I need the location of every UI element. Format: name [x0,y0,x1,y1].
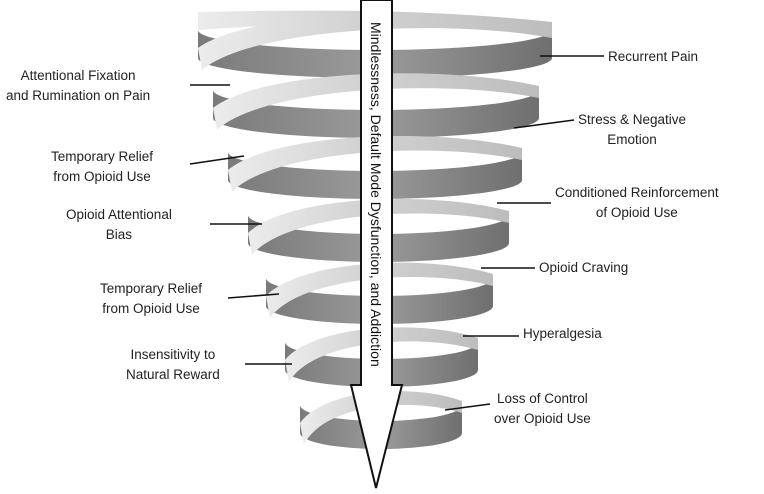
left-label-line: from Opioid Use [53,169,151,184]
left-label-line: Bias [105,227,133,242]
spiral-band-light [300,391,462,445]
down-arrow-shape [349,0,404,489]
spiral-band-light [266,262,493,318]
right-label-line: Conditioned Reinforcement [555,185,719,200]
spiral-band-light [228,135,522,192]
left-label-line: and Rumination on Pain [6,88,151,103]
spiral-band-light [248,198,509,255]
right-label-line: over Opioid Use [494,411,591,426]
connector-line [444,403,491,411]
right-label-recurrent-pain: Recurrent Pain [608,47,698,67]
right-label-conditioned-reinforcement: Conditioned Reinforcement of Opioid Use [555,183,719,223]
connector-line [513,119,575,129]
left-label-line: Temporary Relief [51,149,154,164]
right-label-line: Loss of Control [497,391,588,406]
right-label-opioid-craving: Opioid Craving [539,258,628,278]
left-label-line: from Opioid Use [102,301,200,316]
spiral-band-light [285,327,478,382]
connector-line [189,155,245,165]
left-label-attentional-fixation: Attentional Fixation and Rumination on P… [6,66,150,106]
left-label-insensitivity: Insensitivity to Natural Reward [126,345,220,385]
spiral-band-light [213,73,539,130]
arrow-label: Mindlessness, Default Mode Dysfunction, … [368,22,384,367]
right-label-line: Opioid Craving [539,260,629,275]
left-label-opioid-attentional-bias: Opioid Attentional Bias [66,205,172,245]
right-label-stress: Stress & Negative Emotion [578,110,686,150]
left-label-line: Opioid Attentional [66,207,172,222]
left-label-temporary-relief-1: Temporary Relief from Opioid Use [51,147,153,187]
left-label-line: Natural Reward [126,367,220,382]
right-label-line: Stress & Negative [578,112,687,127]
right-label-line: Hyperalgesia [523,326,602,341]
label-connectors [189,55,604,411]
right-label-line: Emotion [607,132,657,147]
right-label-line: Recurrent Pain [608,49,699,64]
left-label-line: Attentional Fixation [20,68,136,83]
right-label-hyperalgesia: Hyperalgesia [523,324,602,344]
left-label-line: Temporary Relief [100,281,203,296]
connector-line [227,293,280,299]
left-label-temporary-relief-2: Temporary Relief from Opioid Use [100,279,202,319]
down-arrow: Mindlessness, Default Mode Dysfunction, … [349,0,404,489]
right-label-line: of Opioid Use [595,205,678,220]
right-label-loss-of-control: Loss of Control over Opioid Use [494,389,591,429]
left-label-line: Insensitivity to [130,347,216,362]
